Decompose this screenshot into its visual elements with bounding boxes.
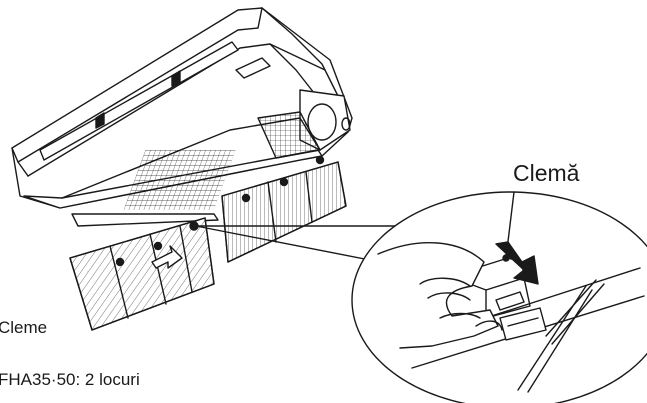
air-conditioner-unit	[11, 7, 353, 210]
clips-title: Cleme	[0, 318, 48, 337]
clip-leader-line	[505, 191, 515, 259]
magnifier-circle	[351, 191, 647, 403]
clip-label: Clemă	[513, 160, 580, 186]
clips-locations: FHA35·50: 2 locuri	[0, 370, 140, 389]
air-filter-grille-left	[69, 213, 219, 331]
clip	[469, 254, 547, 341]
hand	[377, 242, 503, 349]
